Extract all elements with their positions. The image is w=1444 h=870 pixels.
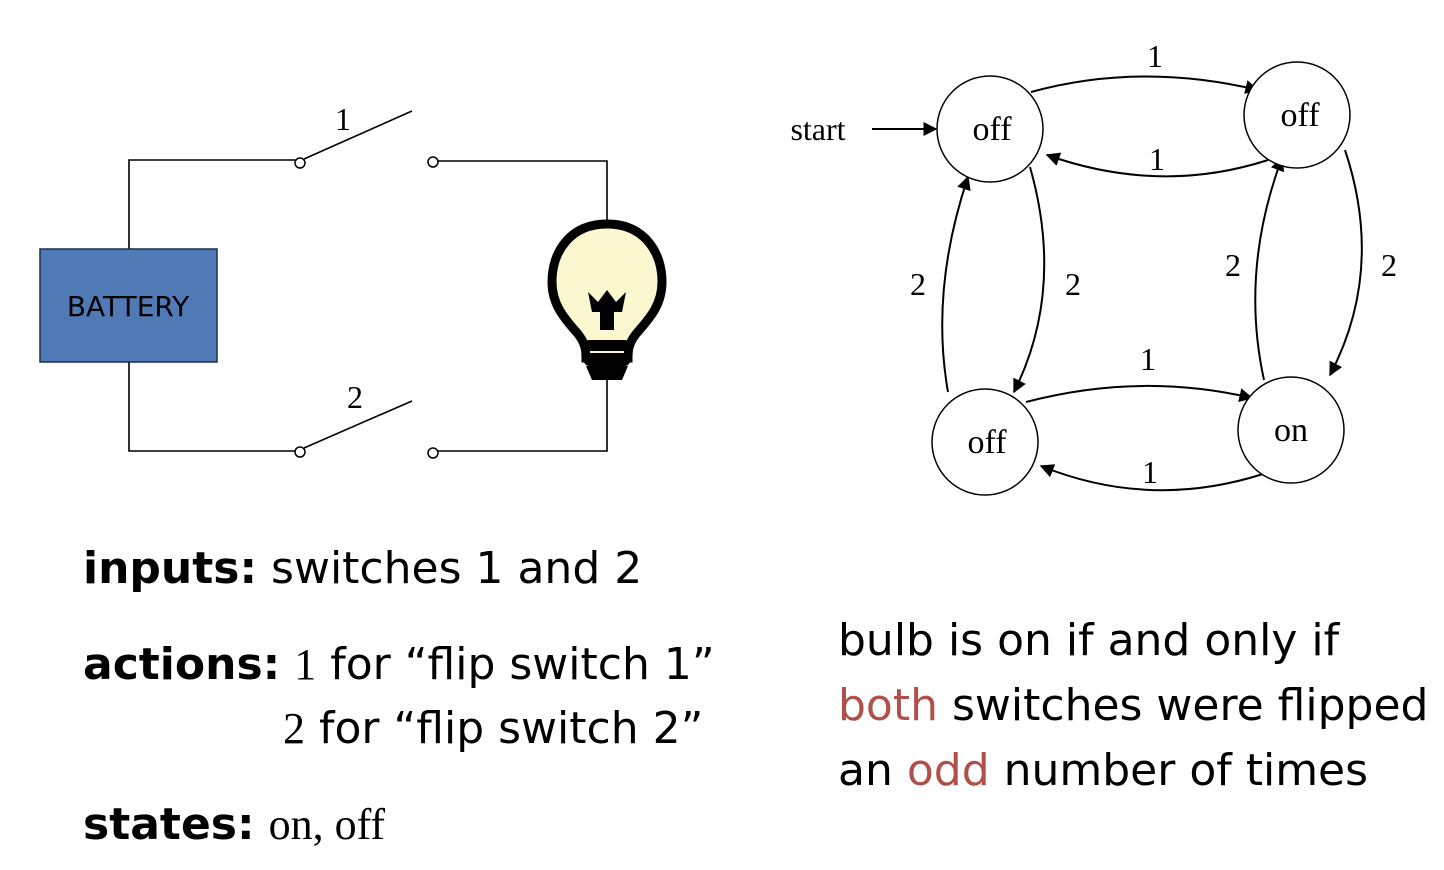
state-node-bottom-right[interactable]: on bbox=[1237, 376, 1345, 484]
action2-num: 2 bbox=[283, 704, 305, 753]
edge-label-bl-to-br: 1 bbox=[1140, 341, 1156, 377]
switch1-lever[interactable] bbox=[303, 110, 413, 160]
state-node-bottom-left[interactable]: off bbox=[931, 388, 1039, 496]
wire-top-left bbox=[128, 159, 296, 249]
light-bulb-icon bbox=[547, 219, 667, 380]
rule-line-2: both switches were flipped bbox=[838, 673, 1428, 738]
inputs-key: inputs: bbox=[83, 543, 258, 594]
battery bbox=[39, 248, 218, 363]
state-label-bottom-right: on bbox=[1274, 412, 1308, 449]
switch2-contact-left bbox=[294, 446, 306, 458]
edge-br-to-tr bbox=[1254, 156, 1285, 381]
states-line: states: on, off bbox=[83, 797, 385, 853]
inputs-value: switches 1 and 2 bbox=[271, 543, 643, 594]
switch2-label: 2 bbox=[347, 379, 363, 415]
start-label: start bbox=[790, 111, 845, 147]
states-value: on, off bbox=[268, 800, 386, 849]
state-node-top-right[interactable]: off bbox=[1243, 61, 1351, 169]
battery-label: BATTERY bbox=[67, 290, 190, 323]
actions-line: actions: 1 for “flip switch 1” bbox=[83, 634, 715, 696]
rule-text: bulb is on if and only if both switches … bbox=[838, 608, 1428, 803]
rule-line-3: an odd number of times bbox=[838, 738, 1428, 803]
edge-label-br-to-bl: 1 bbox=[1142, 454, 1158, 490]
circuit: BATTERY 1 2 bbox=[39, 101, 667, 459]
action1-num: 1 bbox=[294, 640, 317, 689]
state-label-top-left: off bbox=[972, 111, 1012, 148]
actions-line-2: 2 for “flip switch 2” bbox=[283, 698, 703, 760]
edge-tr-to-br bbox=[1329, 149, 1363, 377]
rule-line-3-start: an bbox=[838, 745, 907, 796]
edge-label-tl-to-bl: 2 bbox=[1065, 266, 1081, 302]
switch2-lever[interactable] bbox=[303, 400, 413, 449]
state-label-bottom-left: off bbox=[967, 424, 1007, 461]
rule-line-2-rest: switches were flipped bbox=[938, 680, 1429, 731]
edge-label-br-to-tr: 2 bbox=[1225, 247, 1241, 283]
wire-top-right bbox=[438, 160, 608, 222]
rule-line-1: bulb is on if and only if bbox=[838, 615, 1340, 666]
switch1-contact-left bbox=[294, 157, 306, 169]
edge-label-tl-to-tr: 1 bbox=[1147, 38, 1163, 74]
rule-accent-odd: odd bbox=[906, 745, 990, 796]
state-node-top-left[interactable]: off bbox=[936, 75, 1044, 183]
edge-label-tr-to-tl: 1 bbox=[1149, 141, 1165, 177]
wire-bottom-right bbox=[438, 378, 608, 452]
edge-bl-to-tl bbox=[941, 175, 971, 393]
actions-key: actions: bbox=[83, 639, 281, 690]
inputs-line: inputs: switches 1 and 2 bbox=[83, 541, 642, 597]
rule-line-3-rest: number of times bbox=[989, 745, 1369, 796]
action2-text: for “flip switch 2” bbox=[319, 703, 704, 754]
edge-label-tr-to-br: 2 bbox=[1381, 247, 1397, 283]
switch1-label: 1 bbox=[335, 101, 351, 137]
edge-tl-to-tr bbox=[1030, 75, 1260, 94]
switch2-contact-right bbox=[427, 447, 439, 459]
edge-br-to-bl bbox=[1039, 464, 1264, 492]
wire-bottom-left bbox=[128, 362, 296, 452]
edge-label-bl-to-tl: 2 bbox=[910, 266, 926, 302]
edge-bl-to-br bbox=[1025, 384, 1254, 403]
edge-tl-to-bl bbox=[1013, 166, 1046, 394]
edge-tr-to-tl bbox=[1045, 152, 1269, 178]
switch1-contact-right bbox=[427, 156, 439, 168]
state-machine: start 1 1 1 1 2 2 2 2 off off bbox=[790, 38, 1397, 496]
action1-text: for “flip switch 1” bbox=[330, 639, 715, 690]
state-label-top-right: off bbox=[1280, 97, 1320, 134]
rule-accent-both: both bbox=[838, 680, 938, 731]
states-key: states: bbox=[83, 799, 255, 850]
